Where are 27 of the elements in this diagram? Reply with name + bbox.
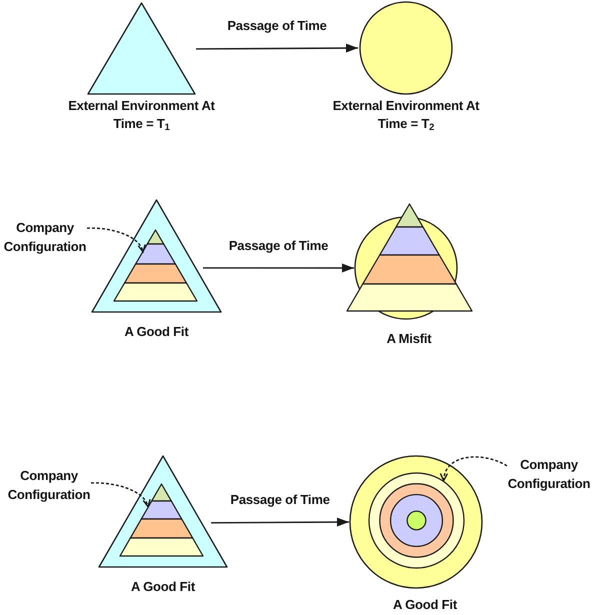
shape-caption: A Good Fit: [130, 578, 196, 596]
edge-label: Passage of Time: [225, 18, 329, 34]
arrow: [203, 264, 354, 272]
arrow: [211, 518, 349, 527]
callout-label: Company Configuration: [3, 218, 87, 256]
triangle-shape: [91, 199, 222, 313]
triangle-shape: [98, 455, 228, 568]
layered-pyramid: [113, 229, 198, 302]
leader-arrow: [87, 227, 145, 253]
callout-label: Company Configuration: [7, 466, 91, 504]
shape-caption: A Misfit: [386, 330, 432, 348]
layered-pyramid: [346, 203, 473, 312]
shape-caption: A Good Fit: [392, 596, 458, 614]
edge-label: Passage of Time: [228, 492, 332, 508]
circle-shape: [358, 1, 454, 95]
concentric-rings: [368, 472, 465, 569]
shape-caption: A Good Fit: [124, 323, 189, 341]
circle-shape: [349, 455, 483, 589]
arrow: [196, 44, 358, 53]
leader-arrow: [91, 482, 150, 508]
layered-pyramid: [119, 483, 204, 557]
shape-caption: External Environment At Time = T$_{2}$: [332, 97, 480, 133]
callout-label: Company Configuration: [507, 454, 591, 492]
shape-caption: External Environment At Time = T$_{1}$: [68, 97, 216, 133]
edge-label: Passage of Time: [226, 238, 330, 254]
triangle-shape: [87, 2, 196, 95]
leader-arrow: [440, 456, 508, 482]
